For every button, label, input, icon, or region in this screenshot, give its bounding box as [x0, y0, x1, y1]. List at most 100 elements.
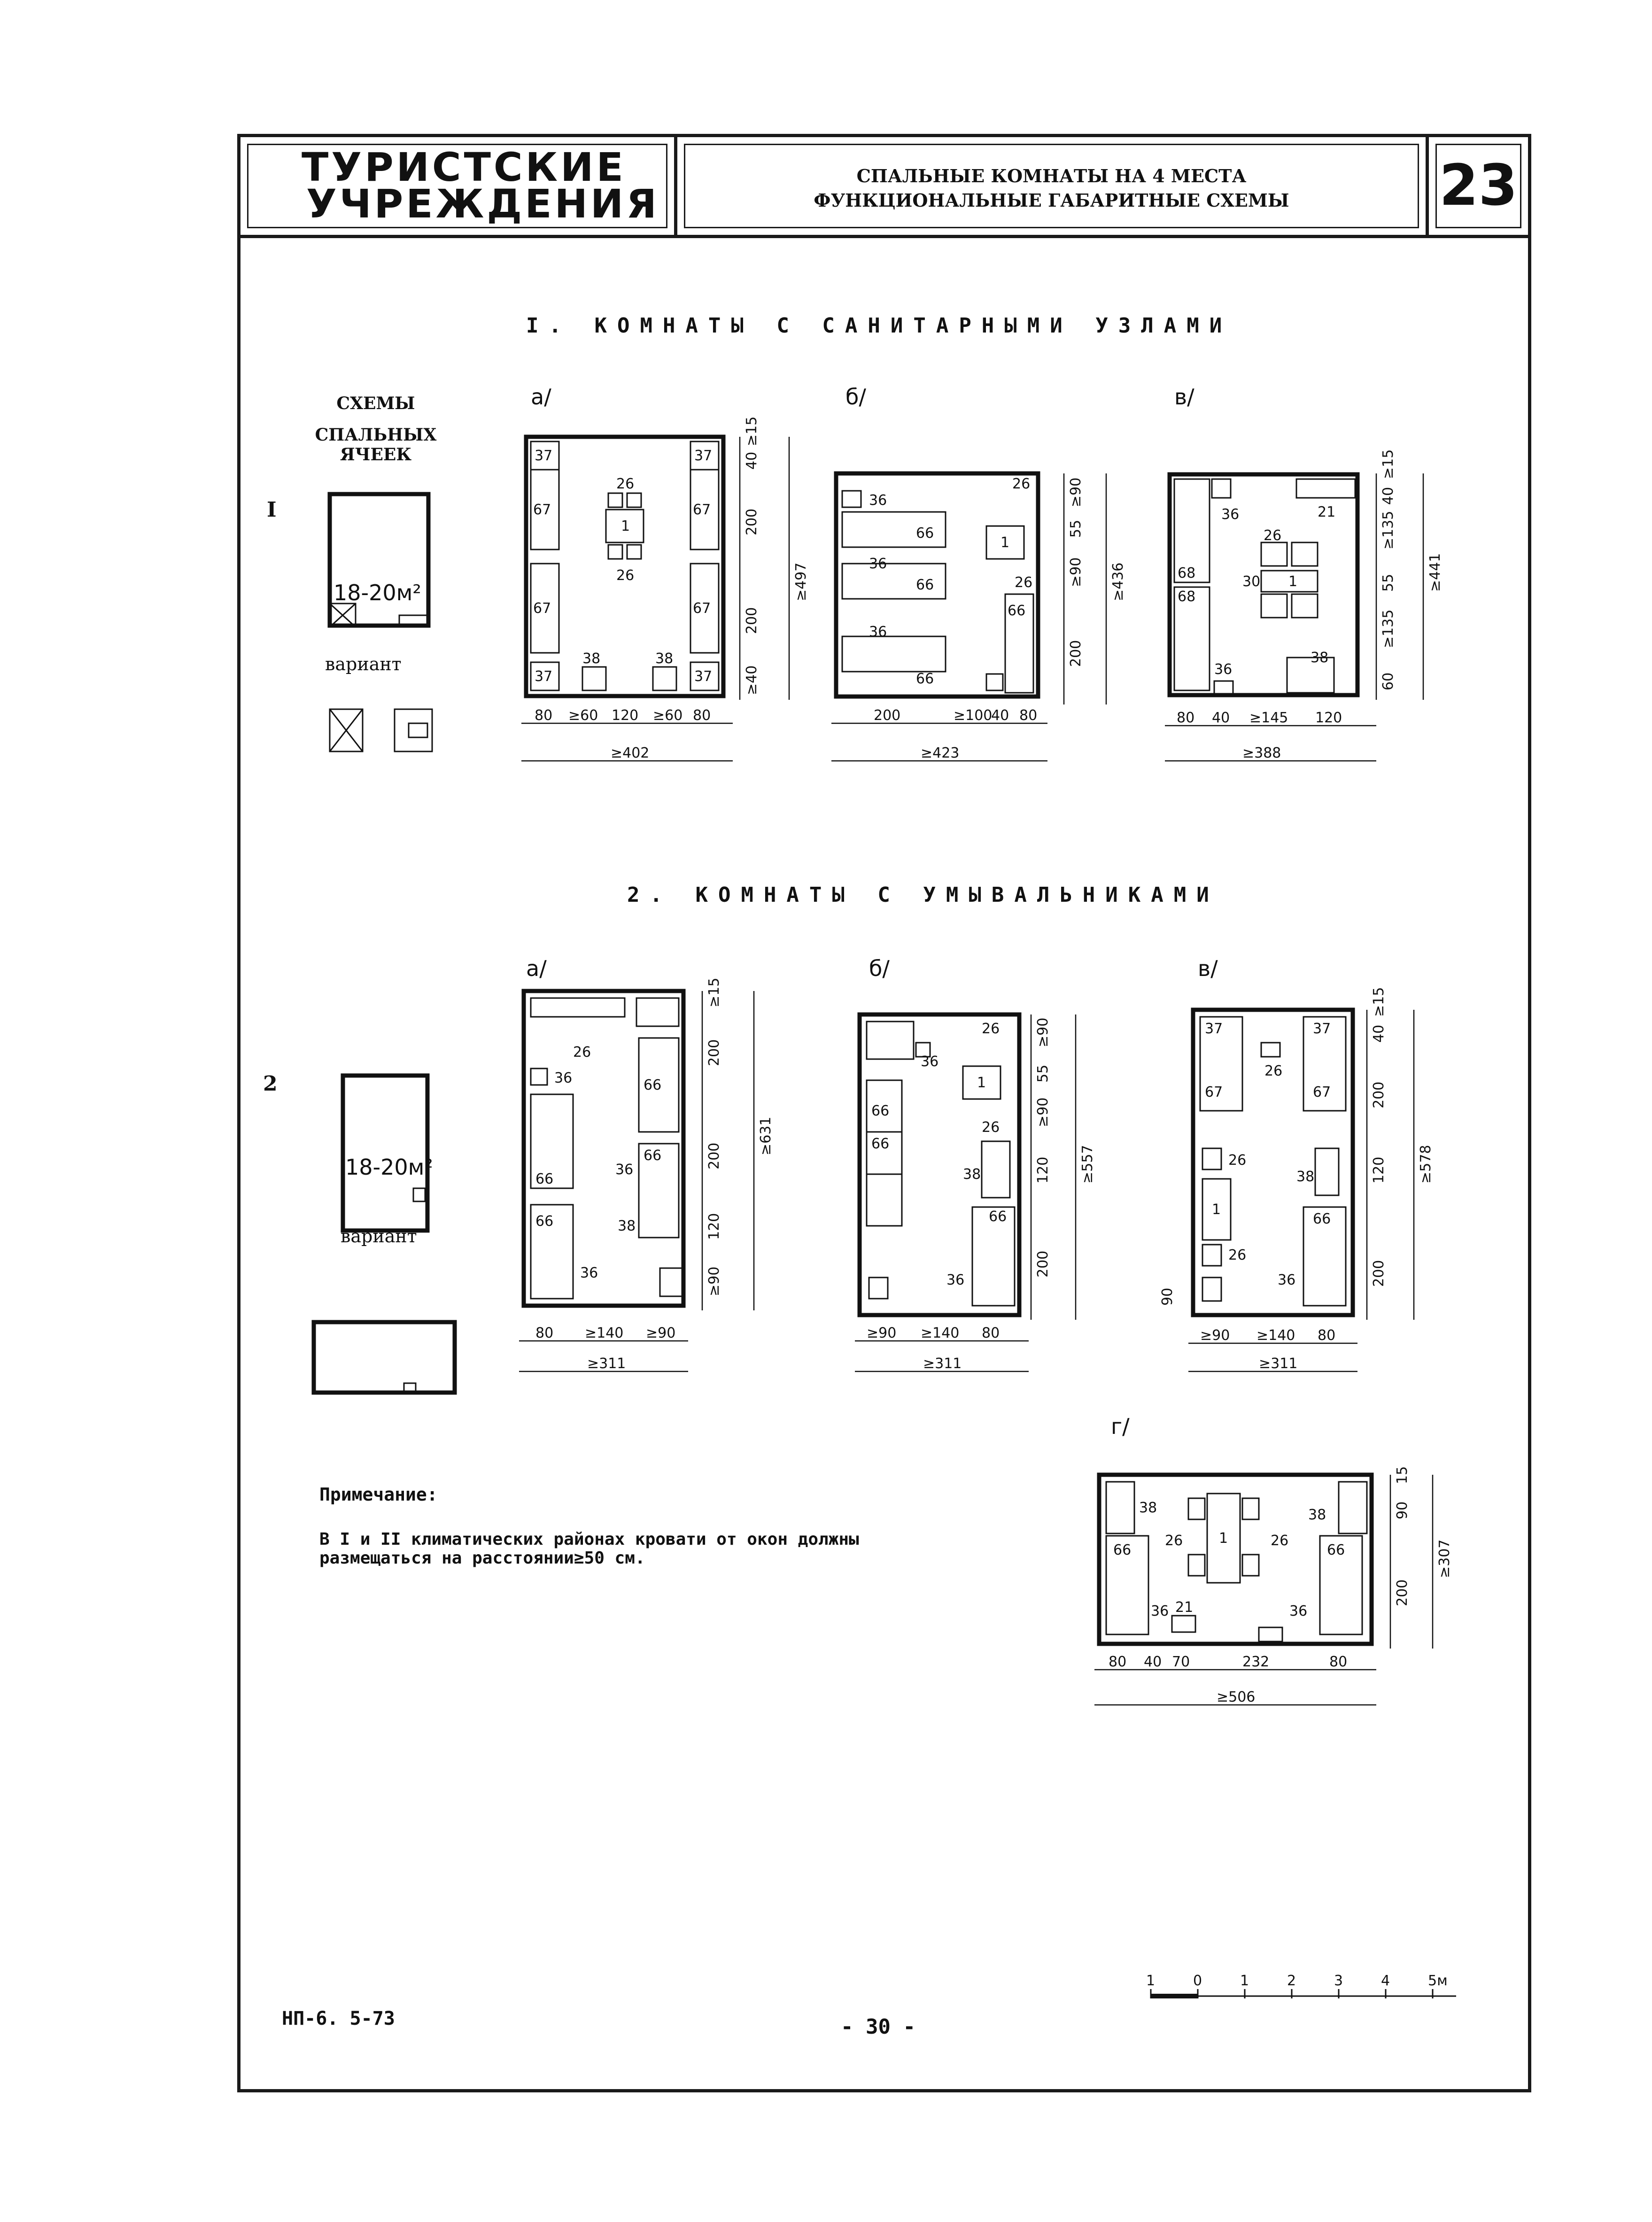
furniture-item-number: 38 — [1296, 1169, 1314, 1185]
furniture-item-number: 38 — [963, 1166, 981, 1183]
note-text: В I и II климатических районах кровати о… — [319, 1530, 859, 1568]
variant-label-1: вариант — [325, 654, 402, 674]
dimension-label: ≥15 — [1371, 987, 1387, 1017]
row-number-1: I — [267, 498, 277, 522]
sleeping-cell-scheme-1 — [327, 492, 433, 752]
item-37: 37 — [535, 448, 552, 464]
dimension-label: 60 — [1380, 673, 1396, 690]
furniture-item-number: 1 — [621, 518, 630, 534]
furniture-item-number: 21 — [1175, 1599, 1193, 1616]
plan-1b: 36 66 66 66 36 36 1 26 26 66 ≥90 55 ≥90 … — [831, 471, 1126, 762]
dimension-label: 40 — [1380, 487, 1396, 505]
furniture-item-number: 26 — [616, 567, 634, 584]
dimension-label: ≥100 — [954, 707, 992, 724]
sheet-title-cell: СПАЛЬНЫЕ КОМНАТЫ НА 4 МЕСТА ФУНКЦИОНАЛЬН… — [677, 137, 1429, 235]
drawing-sheet: ТУРИСТСКИЕ УЧРЕЖДЕНИЯ СПАЛЬНЫЕ КОМНАТЫ Н… — [237, 134, 1531, 2092]
note-heading: Примечание: — [319, 1484, 438, 1505]
furniture-item-number: 30 — [1242, 573, 1260, 590]
dimension-label: ≥307 — [1436, 1540, 1453, 1578]
schemes-label-line1: СХЕМЫ — [336, 394, 415, 413]
dimension-label: 200 — [706, 1039, 722, 1066]
furniture-item-number: 38 — [618, 1218, 636, 1234]
schemes-label-line2: СПАЛЬНЫХ ЯЧЕЕК — [315, 425, 437, 465]
furniture-item-number: 66 — [535, 1213, 553, 1230]
dimension-label: 200 — [744, 509, 760, 535]
dimension-label: 80 — [982, 1325, 1000, 1341]
dimension-label: 200 — [874, 707, 900, 724]
furniture-item-number: 66 — [1327, 1542, 1345, 1558]
note-line1: В I и II климатических районах кровати о… — [319, 1530, 859, 1549]
furniture-item-number: 66 — [644, 1077, 661, 1093]
cell-area-1: 18-20м² — [334, 580, 421, 605]
dimension-label: 55 — [1068, 520, 1084, 538]
dimension-label: 80 — [535, 707, 552, 724]
dimension-label: ≥578 — [1418, 1145, 1434, 1184]
dimension-label: ≥631 — [758, 1117, 774, 1155]
furniture-item-number: 67 — [533, 600, 551, 617]
furniture-item-number: 36 — [946, 1272, 964, 1288]
furniture-item-number: 37 — [694, 448, 712, 464]
scale-tick: 2 — [1287, 1973, 1296, 1989]
furniture-item-number: 66 — [644, 1147, 661, 1164]
furniture-item-number: 26 — [1012, 476, 1030, 492]
furniture-item-number: 1 — [1288, 573, 1297, 590]
variant-a-label-1: а/ — [531, 384, 551, 410]
furniture-item-number: 66 — [1313, 1211, 1331, 1227]
dimension-label: 40 — [744, 452, 760, 470]
dimension-label: ≥388 — [1242, 745, 1281, 761]
dimension-label: 120 — [1315, 710, 1342, 726]
dimension-label: 200 — [1068, 640, 1084, 667]
dimension-label: ≥135 — [1380, 610, 1396, 648]
furniture-item-number: 66 — [916, 671, 934, 687]
dimension-label: 15 — [1394, 1466, 1411, 1484]
furniture-item-number: 66 — [916, 577, 934, 593]
org-name-line1: ТУРИСТСКИЕ — [302, 144, 626, 190]
furniture-item-number: 38 — [1308, 1507, 1326, 1523]
sheet-number: 23 — [1439, 153, 1518, 218]
dimension-label: 40 — [1144, 1654, 1162, 1670]
dimension-label: ≥90 — [1068, 478, 1084, 507]
dimension-label: 200 — [1371, 1260, 1387, 1287]
dimension-label: 40 — [1371, 1025, 1387, 1043]
furniture-item-number: 26 — [1264, 1063, 1282, 1079]
dimension-label: 80 — [1329, 1654, 1347, 1670]
dimension-label: ≥145 — [1249, 710, 1288, 726]
page-number: - 30 - — [841, 2015, 915, 2039]
dimension-label: ≥311 — [587, 1355, 626, 1372]
scale-tick: 3 — [1334, 1973, 1343, 1989]
dimension-label: 80 — [1109, 1654, 1126, 1670]
sleeping-cell-scheme-2 — [311, 1073, 457, 1395]
dimension-label: ≥90 — [1068, 557, 1084, 587]
furniture-item-number: 67 — [1205, 1084, 1223, 1100]
furniture-item-number: 36 — [1214, 661, 1232, 678]
furniture-item-number: 38 — [1139, 1500, 1157, 1516]
dimension-label: ≥40 — [744, 666, 760, 695]
dimension-label: ≥140 — [585, 1325, 623, 1341]
dimension-label: ≥60 — [568, 707, 598, 724]
plan-1v: 68 68 36 21 26 1 30 36 38 40 ≥15 ≥135 55… — [1165, 449, 1443, 762]
dimension-label: ≥436 — [1110, 563, 1126, 601]
title-block: ТУРИСТСКИЕ УЧРЕЖДЕНИЯ СПАЛЬНЫЕ КОМНАТЫ Н… — [240, 137, 1528, 238]
dimension-label: 55 — [1380, 574, 1396, 592]
scale-tick: 4 — [1381, 1973, 1390, 1989]
plan-2v: 37 67 37 67 26 26 1 38 26 66 36 90 40 ≥1… — [1159, 987, 1434, 1372]
furniture-item-number: 36 — [869, 492, 887, 509]
furniture-item-number: 26 — [1228, 1247, 1246, 1263]
dimension-label: ≥15 — [706, 978, 722, 1007]
dimension-label: 232 — [1242, 1654, 1269, 1670]
furniture-item-number: 37 — [1205, 1021, 1223, 1037]
furniture-item-number: 1 — [1219, 1530, 1228, 1547]
variant-v-label-1: в/ — [1174, 384, 1194, 410]
furniture-item-number: 36 — [869, 624, 887, 640]
furniture-item-number: 36 — [1278, 1272, 1295, 1288]
furniture-item-number: 37 — [535, 668, 552, 685]
dimension-label: 120 — [1035, 1157, 1051, 1184]
plan-2g: 38 26 1 26 38 66 66 36 21 36 15 90 ≥307 … — [1094, 1466, 1453, 1706]
dimension-label: 70 — [1172, 1654, 1190, 1670]
org-name-line2: УЧРЕЖДЕНИЯ — [306, 181, 659, 227]
dimension-label: ≥140 — [1256, 1327, 1295, 1344]
furniture-item-number: 26 — [573, 1044, 591, 1061]
dimension-label: ≥60 — [653, 707, 683, 724]
variant-label-2: вариант — [341, 1226, 417, 1246]
dimension-label: 90 — [1394, 1502, 1411, 1519]
